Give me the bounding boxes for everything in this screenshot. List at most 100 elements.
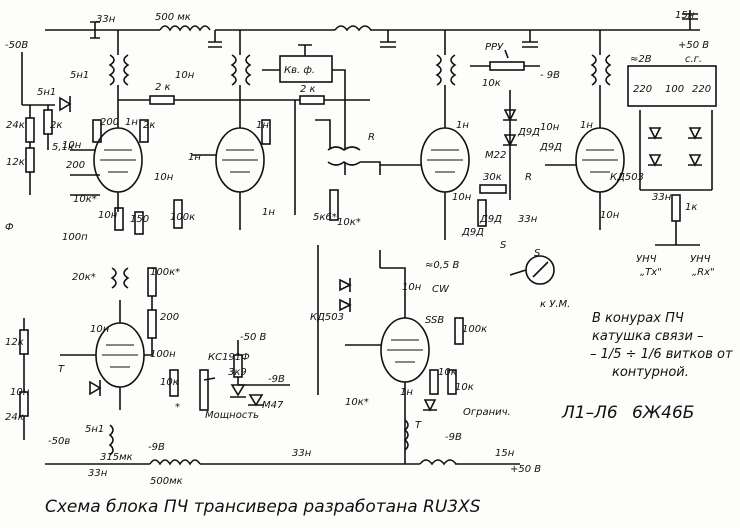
- label-cap-15n-bot: 15н: [495, 448, 515, 459]
- label-plus-50v-top: +50 В: [678, 40, 709, 51]
- label-c-10n-d: 10н: [175, 70, 195, 81]
- label-moshchnost: Мощность: [205, 410, 259, 421]
- label-5n1-a: 5н1: [70, 70, 89, 81]
- label-ogranich: Огранич.: [463, 407, 511, 418]
- label-minus-50v-mid: -50 В: [240, 332, 267, 343]
- label-minus-9v-c: -9В: [268, 374, 285, 385]
- label-c-33n-a: 33н: [518, 214, 538, 225]
- label-r-24k-bot: 24к: [5, 412, 24, 423]
- label-r-10k-d: 10к: [455, 382, 474, 393]
- label-r-24k-top: 24к: [6, 120, 25, 131]
- notes: В конурах ПЧ катушка связи – – 1/5 ÷ 1/6…: [561, 311, 733, 423]
- label-c-1n-c: 1н: [256, 120, 269, 131]
- label-c-1n-b: 1н: [188, 152, 201, 163]
- label-r-2k-left: 2к: [50, 120, 62, 131]
- label-c-10n-j: 10н: [402, 282, 422, 293]
- label-r-10k-c: 10к: [438, 367, 457, 378]
- label-r-100: 100: [665, 84, 684, 95]
- label-m47: М47: [262, 400, 284, 411]
- label-r-12k-bot: 12к: [5, 337, 24, 348]
- label-c-1n-g: 1н: [400, 387, 413, 398]
- label-c-10n-a: 10н: [62, 140, 82, 151]
- label-cw: CW: [432, 284, 450, 295]
- note-line-1: В конурах ПЧ: [592, 311, 684, 326]
- label-r-200-a: 200: [100, 117, 119, 128]
- tube-range: Л1–Л6: [561, 403, 618, 423]
- label-r-1k: 1к: [685, 202, 697, 213]
- label-c-1n-a: 1н: [125, 117, 138, 128]
- label-r-100k-b: 100к: [462, 324, 487, 335]
- label-choke-500mk-top: 500 мк: [155, 12, 191, 23]
- label-star-a: *: [175, 402, 180, 413]
- label-c-1n-d: 1н: [262, 207, 275, 218]
- label-s-switch: S: [500, 240, 507, 251]
- label-c-200-a: 200: [66, 160, 85, 171]
- label-d9d-c: Д9Д: [479, 214, 502, 225]
- label-c-10n-c: 10н: [98, 210, 118, 221]
- label-c-1n-e: 1н: [456, 120, 469, 131]
- label-s-g: с.г.: [685, 54, 702, 65]
- label-minus-9v-d: -9В: [445, 432, 462, 443]
- label-315mk: 315мк: [100, 452, 133, 463]
- label-ks191f: КС191Ф: [208, 352, 250, 363]
- label-r-100k-star: 100к*: [150, 267, 180, 278]
- label-r-220-a: 220: [633, 84, 652, 95]
- wiring: [19, 10, 717, 466]
- label-ssb: SSB: [425, 315, 444, 326]
- label-c-10n-e: 10н: [540, 122, 560, 133]
- label-r-100k-a: 100к: [170, 212, 195, 223]
- label-r-10k-star-c: 10к*: [345, 397, 369, 408]
- label-r-10k-star-a: 10к*: [73, 194, 97, 205]
- label-r-2k-b: 2к: [143, 120, 155, 131]
- label-500mk-bot: 500мк: [150, 476, 183, 487]
- label-r-220-b: 220: [692, 84, 711, 95]
- label-approx-2v: ≈2В: [630, 54, 652, 65]
- label-r-200-b: 200: [160, 312, 179, 323]
- label-r-20k-star: 20к*: [72, 272, 96, 283]
- label-kd503-a: КД503: [310, 312, 344, 323]
- label-c-10n-f: 10н: [452, 192, 472, 203]
- label-cap-15n-top: 15н: [675, 10, 695, 21]
- label-3k9: 3к9: [228, 367, 247, 378]
- label-r-2k-c: 2 к: [300, 84, 316, 95]
- label-r-150: 150: [130, 214, 149, 225]
- label-5n1-b: 5н1: [37, 87, 56, 98]
- label-r-10k-a: 10к: [482, 78, 501, 89]
- label-unch-rx: УНЧ: [690, 254, 711, 265]
- label-r-10k-b: 10к: [160, 377, 179, 388]
- label-cap-33n-top: 33н: [96, 14, 116, 25]
- label-c-10n-i: 10н: [90, 324, 110, 335]
- label-c-10n-h: 10н: [10, 387, 30, 398]
- label-r-symbol-b: R: [525, 172, 532, 183]
- label-m22: М22: [485, 150, 506, 161]
- label-c-33n-c: 33н: [292, 448, 312, 459]
- label-plus-50v-bot: +50 В: [510, 464, 541, 475]
- label-s-meter: S: [534, 248, 541, 259]
- note-line-4: контурной.: [612, 365, 689, 380]
- label-r-symbol-a: R: [368, 132, 375, 143]
- label-c-10n-b: 10н: [154, 172, 174, 183]
- note-line-3: – 1/5 ÷ 1/6 витков от: [590, 347, 733, 362]
- label-c-33n-bot: 33н: [88, 468, 108, 479]
- label-r-2k-a: 2 к: [155, 82, 171, 93]
- label-r-5k1: 5,1к: [52, 142, 74, 153]
- caption: Схема блока ПЧ трансивера разработана RU…: [45, 497, 481, 517]
- label-d9d-a: Д9Д: [517, 127, 540, 138]
- label-tx: „Тх": [640, 267, 662, 278]
- label-rru: РРУ: [485, 42, 504, 53]
- label-r-10k-star-b: 10к*: [337, 217, 361, 228]
- label-kd503-b: КД503: [610, 172, 644, 183]
- label-c-100n: 100п: [62, 232, 88, 243]
- label-d9d-b: Д9Д: [539, 142, 562, 153]
- label-c-33n-b: 33н: [652, 192, 672, 203]
- tube-type: 6Ж46Б: [632, 403, 694, 423]
- label-c-5k6-star: 5к6*: [313, 212, 337, 223]
- component-labels: -50В 33н 500 мк 15н +50 В 5н1 5н1 24к 12…: [5, 10, 715, 487]
- label-rx: „Rх": [692, 267, 715, 278]
- label-crystal-filter: Кв. ф.: [284, 65, 315, 76]
- label-minus-9v-a: - 9В: [540, 70, 560, 81]
- label-k-um: к У.М.: [540, 299, 570, 310]
- label-c-10n-g: 10н: [600, 210, 620, 221]
